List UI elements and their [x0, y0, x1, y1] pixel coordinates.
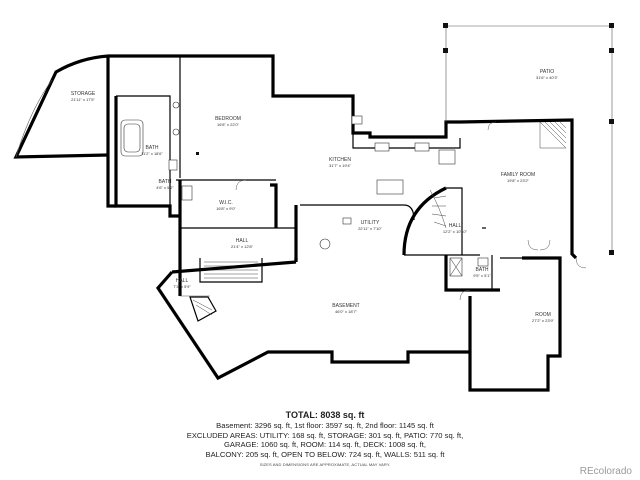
family-room-dims: 19'8" x 23'2": [507, 178, 530, 183]
basement-dims: 46'0" x 18'7": [335, 309, 358, 314]
disclaimer: SIZES AND DIMENSIONS ARE APPROXIMATE, AC…: [259, 462, 391, 467]
hall-dims: 21'4" x 12'8": [231, 244, 254, 249]
hall-small-label: HALL: [176, 278, 189, 284]
bath-bedroom-fixtures: [120, 101, 247, 201]
patio-dims: 31'6" x 40'3": [536, 75, 559, 80]
area-summary: TOTAL: 8038 sq. ft Basement: 3296 sq. ft…: [160, 410, 490, 469]
hall-center-label: HALL: [449, 223, 462, 229]
storage-dims: 21'11" x 17'5": [71, 97, 95, 102]
excluded-areas-line-3: BALCONY: 205 sq. ft, OPEN TO BELOW: 724 …: [205, 449, 445, 459]
hall-label: HALL: [236, 238, 249, 244]
bath-dims: 11'2" x 18'6": [141, 151, 163, 156]
bath-label: BATH: [146, 145, 159, 151]
hall-center-dims: 12'2" x 10'10": [443, 229, 468, 234]
excluded-areas-line-2: GARAGE: 1060 sq. ft, ROOM: 114 sq. ft, D…: [223, 440, 427, 449]
room-label: ROOM: [535, 312, 551, 318]
storage-area: [13, 54, 109, 159]
hall-small-dims: 7'3" x 5'9": [173, 284, 191, 289]
room-dims: 27'2" x 23'9": [532, 318, 555, 323]
bedroom-dims: 16'8" x 22'0": [217, 122, 240, 127]
wic-label: W.I.C.: [219, 200, 233, 206]
basement-walls: [155, 258, 470, 381]
outer-walls: [106, 54, 460, 296]
brand-watermark: REcolorado: [579, 466, 632, 477]
bath-lower-label: BATH: [476, 267, 489, 273]
family-room-label: FAMILY ROOM: [501, 172, 535, 178]
kitchen-fixtures: [300, 115, 461, 221]
bath-small-dims: 4'6" x 5'2": [156, 185, 174, 190]
utility-dims: 22'11" x 7'10": [358, 226, 382, 231]
storage-label: STORAGE: [71, 91, 96, 97]
patio-label: PATIO: [540, 69, 554, 75]
floor-areas-line: Basement: 3296 sq. ft, 1st floor: 3597 s…: [216, 421, 434, 430]
total-area: TOTAL: 8038 sq. ft: [285, 410, 365, 420]
family-room-walls: [404, 118, 578, 260]
basement-label: BASEMENT: [332, 303, 360, 309]
kitchen-label: KITCHEN: [329, 157, 351, 163]
utility-label: UTILITY: [361, 220, 380, 226]
room-walls: [444, 121, 587, 392]
wic-dims: 16'8" x 9'0": [216, 206, 236, 211]
kitchen-dims: 31'7" x 19'4": [329, 163, 352, 168]
patio-area: [443, 23, 614, 255]
excluded-areas-line-1: EXCLUDED AREAS: UTILITY: 168 sq. ft, STO…: [186, 430, 464, 440]
bedroom-label: BEDROOM: [215, 116, 241, 122]
bath-lower-dims: 9'5" x 5'1": [473, 273, 491, 278]
bath-small-label: BATH: [159, 179, 172, 185]
